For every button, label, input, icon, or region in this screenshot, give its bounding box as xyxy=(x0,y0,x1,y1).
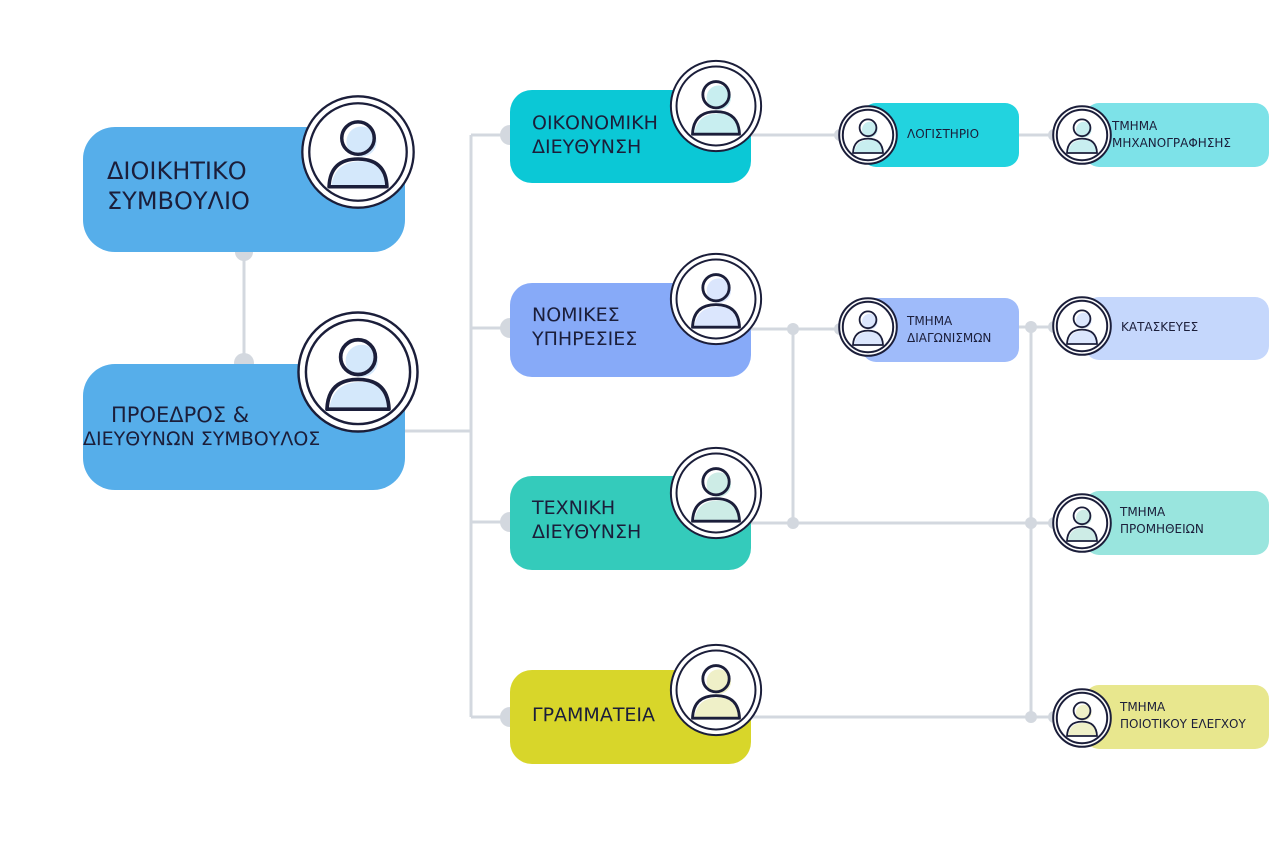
board-label-line1: ΔΙΟΙΚΗΤΙΚΟ xyxy=(107,157,247,185)
quality-node: ΤΜΗΜΑ ΠΟΙΟΤΙΚΟΥ ΕΛΕΓΧΟΥ xyxy=(1085,685,1269,749)
it-node: ΤΜΗΜΑ ΜΗΧΑΝΟΓΡΑΦΗΣΗΣ xyxy=(1085,103,1269,167)
legal-label-line2: ΥΠΗΡΕΣΙΕΣ xyxy=(532,327,638,350)
technical-label-line1: ΤΕΧΝΙΚΗ xyxy=(532,497,616,519)
person-avatar-icon xyxy=(297,311,419,433)
construction-label: ΚΑΤΑΣΚΕΥΕΣ xyxy=(1121,319,1198,336)
person-avatar-icon xyxy=(669,252,763,346)
president-label: ΠΡΟΕΔΡΟΣ & ΔΙΕΥΘΥΝΩΝ ΣΥΜΒΟΥΛΟΣ xyxy=(83,402,320,452)
finance-node: ΟΙΚΟΝΟΜΙΚΗ ΔΙΕΥΘΥΝΣΗ xyxy=(510,90,751,183)
it-label-line2: ΜΗΧΑΝΟΓΡΑΦΗΣΗΣ xyxy=(1112,135,1232,150)
it-label-line1: ΤΜΗΜΑ xyxy=(1112,119,1158,133)
legal-label-line1: ΝΟΜΙΚΕΣ xyxy=(532,304,620,326)
finance-label-line2: ΔΙΕΥΘΥΝΣΗ xyxy=(532,135,642,158)
person-avatar-icon xyxy=(1052,493,1112,553)
procurement-label-line2: ΠΡΟΜΗΘΕΙΩΝ xyxy=(1120,521,1204,536)
president-label-line2: ΔΙΕΥΘΥΝΩΝ ΣΥΜΒΟΥΛΟΣ xyxy=(83,428,321,451)
accounting-label: ΛΟΓΙΣΤΗΡΙΟ xyxy=(907,126,979,143)
person-avatar-icon xyxy=(1052,105,1112,165)
person-avatar-icon xyxy=(669,643,763,737)
secretariat-label: ΓΡΑΜΜΑΤΕΙΑ xyxy=(532,704,655,728)
person-avatar-icon xyxy=(301,95,415,209)
quality-label-line1: ΤΜΗΜΑ xyxy=(1120,700,1166,714)
person-avatar-icon xyxy=(838,297,898,357)
it-label: ΤΜΗΜΑ ΜΗΧΑΝΟΓΡΑΦΗΣΗΣ xyxy=(1112,118,1231,152)
person-avatar-icon xyxy=(669,59,763,153)
tenders-label: ΤΜΗΜΑ ΔΙΑΓΩΝΙΣΜΩΝ xyxy=(907,313,991,347)
procurement-label: ΤΜΗΜΑ ΠΡΟΜΗΘΕΙΩΝ xyxy=(1120,504,1204,538)
finance-label: ΟΙΚΟΝΟΜΙΚΗ ΔΙΕΥΘΥΝΣΗ xyxy=(532,112,658,160)
secretariat-label-line1: ΓΡΑΜΜΑΤΕΙΑ xyxy=(532,704,656,726)
procurement-label-line1: ΤΜΗΜΑ xyxy=(1120,505,1166,519)
procurement-node: ΤΜΗΜΑ ΠΡΟΜΗΘΕΙΩΝ xyxy=(1085,491,1269,555)
technical-label: ΤΕΧΝΙΚΗ ΔΙΕΥΘΥΝΣΗ xyxy=(532,497,641,545)
technical-label-line2: ΔΙΕΥΘΥΝΣΗ xyxy=(532,520,642,543)
tenders-label-line1: ΤΜΗΜΑ xyxy=(907,314,953,328)
construction-label-line1: ΚΑΤΑΣΚΕΥΕΣ xyxy=(1121,320,1199,334)
person-avatar-icon xyxy=(669,446,763,540)
board-label-line2: ΣΥΜΒΟΥΛΙΟ xyxy=(107,187,250,215)
accounting-label-line1: ΛΟΓΙΣΤΗΡΙΟ xyxy=(907,127,980,141)
construction-node: ΚΑΤΑΣΚΕΥΕΣ xyxy=(1085,297,1269,360)
legal-label: ΝΟΜΙΚΕΣ ΥΠΗΡΕΣΙΕΣ xyxy=(532,304,637,352)
board-label: ΔΙΟΙΚΗΤΙΚΟ ΣΥΜΒΟΥΛΙΟ xyxy=(107,156,250,216)
tenders-label-line2: ΔΙΑΓΩΝΙΣΜΩΝ xyxy=(907,330,992,345)
president-label-line1: ΠΡΟΕΔΡΟΣ & xyxy=(111,403,250,427)
person-avatar-icon xyxy=(1052,688,1112,748)
person-avatar-icon xyxy=(1052,296,1112,356)
quality-label: ΤΜΗΜΑ ΠΟΙΟΤΙΚΟΥ ΕΛΕΓΧΟΥ xyxy=(1120,699,1246,733)
quality-label-line2: ΠΟΙΟΤΙΚΟΥ ΕΛΕΓΧΟΥ xyxy=(1120,716,1246,731)
person-avatar-icon xyxy=(838,105,898,165)
finance-label-line1: ΟΙΚΟΝΟΜΙΚΗ xyxy=(532,112,658,134)
